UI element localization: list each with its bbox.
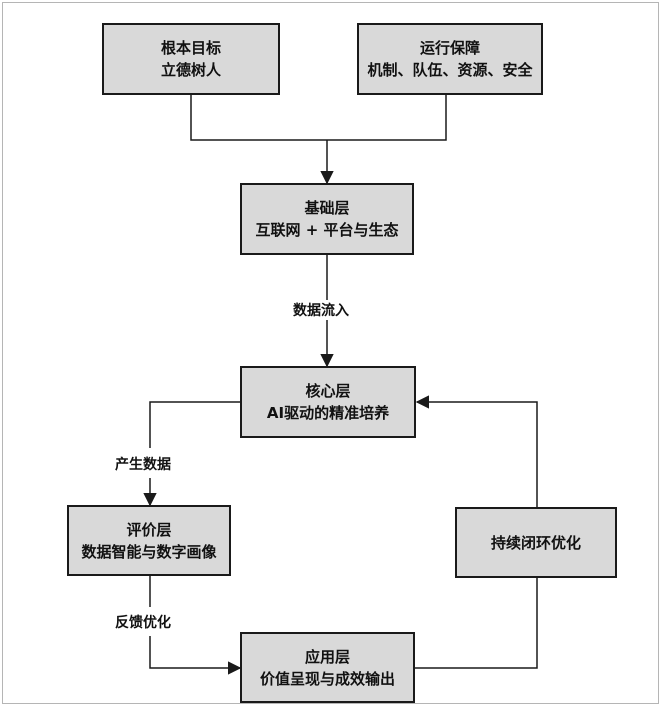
node-eval: 评价层 数据智能与数字画像 bbox=[67, 505, 231, 576]
node-app-title: 应用层 bbox=[304, 647, 350, 666]
edge-loop-to-core bbox=[415, 395, 538, 507]
node-base-subtitle: 互联网 + 平台与生态 bbox=[255, 221, 399, 239]
node-core-title: 核心层 bbox=[305, 382, 351, 400]
edge-label-produce-data: 产生数据 bbox=[112, 454, 174, 474]
edge-app-to-loop bbox=[415, 578, 538, 669]
node-goal-title: 根本目标 bbox=[160, 39, 221, 57]
node-loop: 持续闭环优化 bbox=[455, 507, 617, 578]
node-goal: 根本目标 立德树人 bbox=[102, 23, 280, 95]
edge-goal-merge bbox=[190, 95, 447, 141]
node-base: 基础层 互联网 + 平台与生态 bbox=[240, 183, 414, 255]
edge-core-to-eval bbox=[149, 401, 242, 448]
node-support-title: 运行保障 bbox=[419, 39, 480, 57]
node-core: 核心层 AI驱动的精准培养 bbox=[240, 366, 416, 438]
node-core-subtitle: AI驱动的精准培养 bbox=[266, 404, 390, 422]
node-loop-title: 持续闭环优化 bbox=[490, 533, 581, 552]
node-app-subtitle: 价值呈现与成效输出 bbox=[259, 669, 395, 688]
node-support: 运行保障 机制、队伍、资源、安全 bbox=[357, 23, 543, 95]
node-app: 应用层 价值呈现与成效输出 bbox=[240, 632, 415, 703]
node-eval-subtitle: 数据智能与数字画像 bbox=[81, 542, 217, 561]
node-eval-title: 评价层 bbox=[126, 520, 172, 539]
node-support-subtitle: 机制、队伍、资源、安全 bbox=[367, 61, 533, 79]
edge-label-feedback: 反馈优化 bbox=[112, 612, 174, 632]
edge-label-data-in: 数据流入 bbox=[290, 300, 352, 320]
node-goal-subtitle: 立德树人 bbox=[160, 61, 221, 79]
edge-eval-to-app-b bbox=[149, 636, 242, 675]
node-base-title: 基础层 bbox=[304, 199, 350, 217]
